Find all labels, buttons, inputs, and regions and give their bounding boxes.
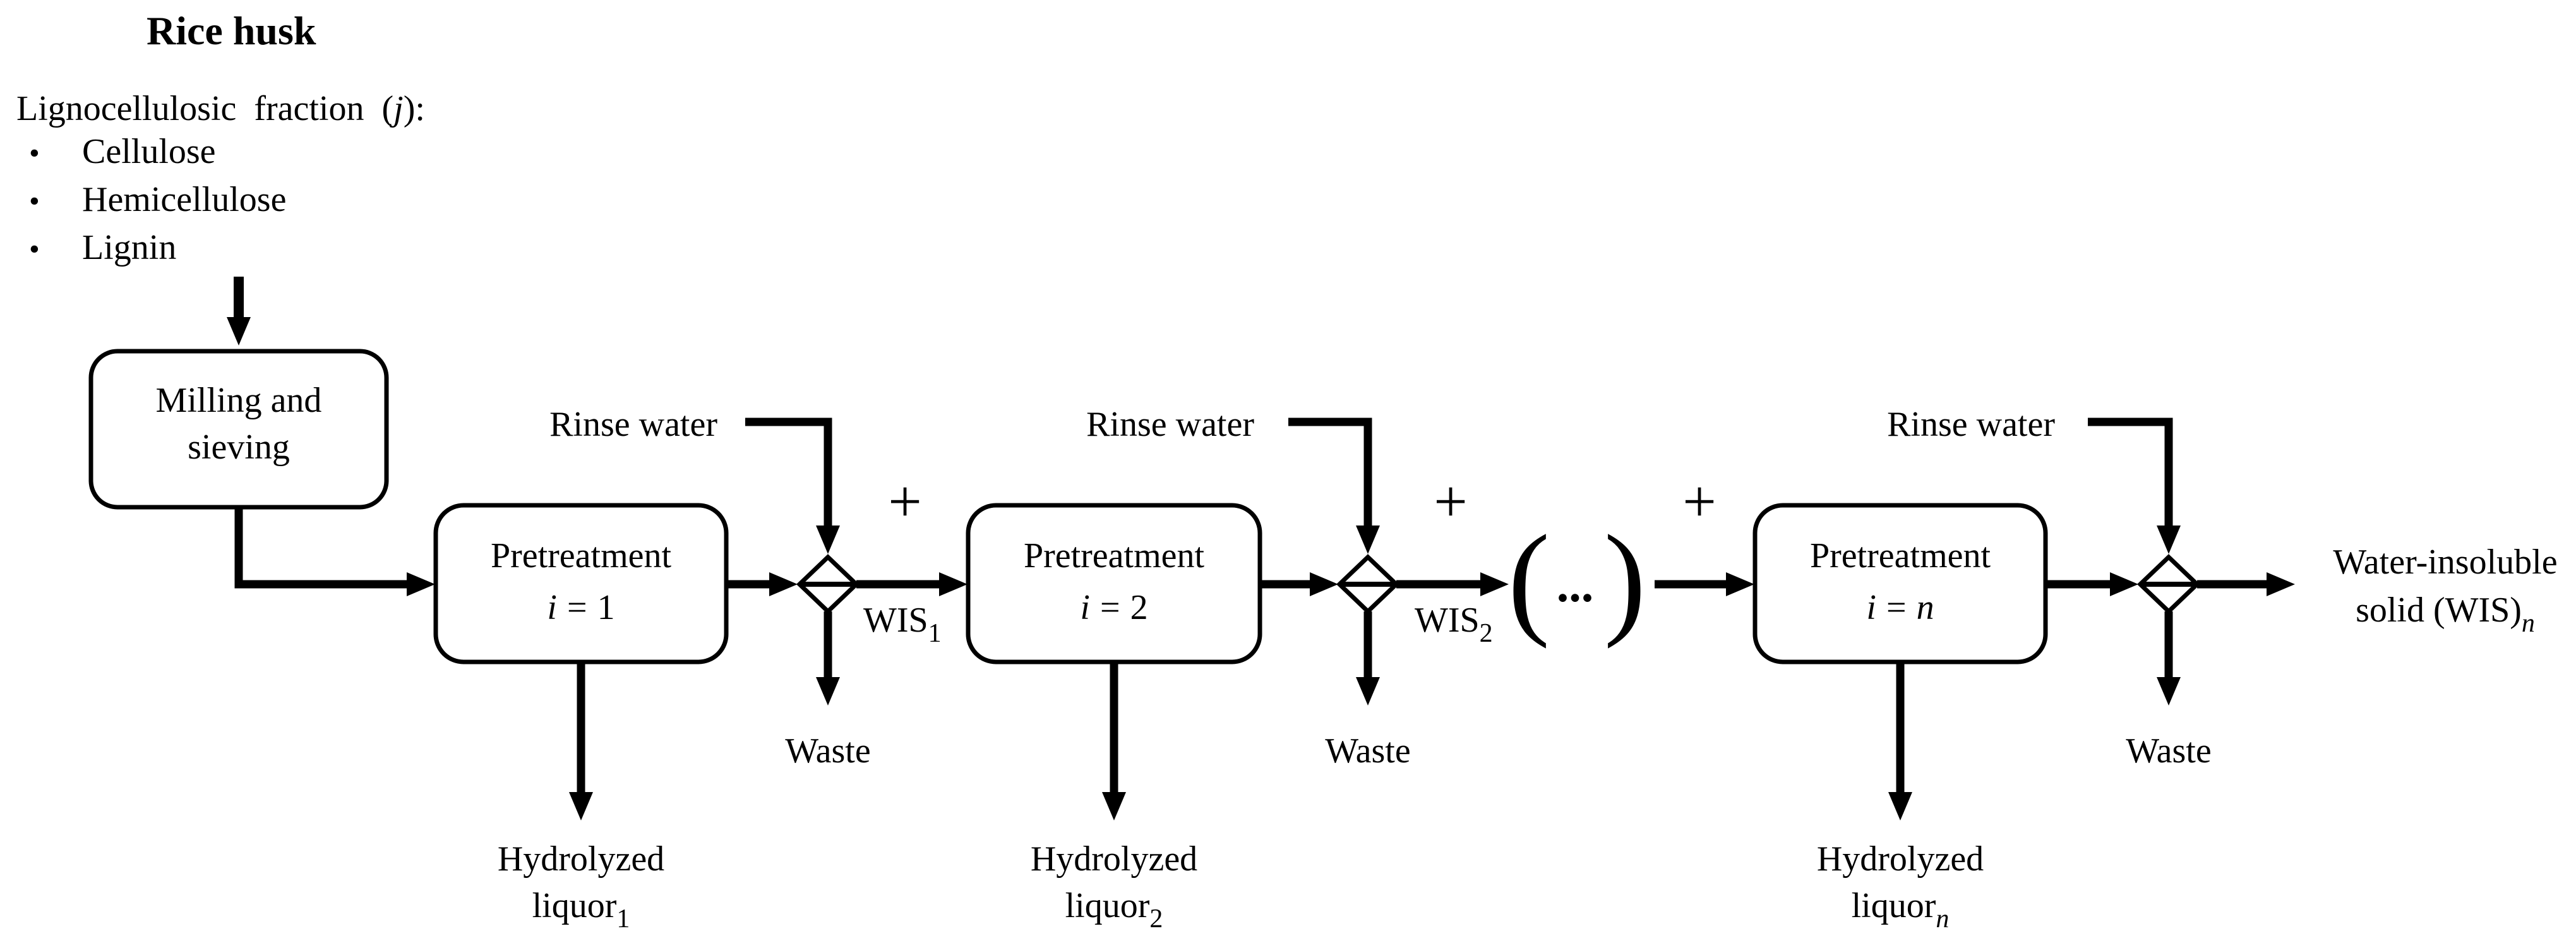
bullet-icon: •	[29, 136, 40, 170]
list-item-lignin: Lignin	[82, 228, 176, 267]
stage-n: Rinse water Pretreatment i=n Waste Hydro…	[1752, 405, 2295, 934]
liquor-label-line2: liquor1	[532, 886, 630, 934]
rinse-water-label: Rinse water	[549, 405, 717, 444]
page-title: Rice husk	[147, 8, 316, 53]
plus-icon: +	[888, 468, 922, 535]
output-label: Water-insoluble solid (WIS)n	[2333, 543, 2557, 638]
waste-label: Waste	[1325, 731, 1410, 771]
waste-label: Waste	[2126, 731, 2211, 771]
ellipsis-dots: ...	[1557, 557, 1594, 612]
output-label-line1: Water-insoluble	[2333, 543, 2557, 582]
liquor-label-line1: Hydrolyzed	[498, 839, 664, 879]
bullet-icon: •	[29, 232, 40, 266]
list-item-hemicellulose: Hemicellulose	[82, 180, 286, 219]
ellipsis-stages: ( ... ) +	[1508, 468, 1754, 649]
list-item-cellulose: Cellulose	[82, 132, 216, 171]
fraction-heading: Lignocellulosic fraction (j):	[16, 89, 425, 128]
pretreatment-box-1	[433, 503, 729, 664]
milling-to-pretreatment-arrow	[234, 507, 435, 596]
rinse-water-arrow	[745, 417, 840, 554]
plus-icon: +	[1434, 468, 1468, 535]
ellipsis-close-paren: )	[1604, 510, 1646, 649]
pretreatment-box-n	[1752, 503, 2048, 664]
pretreatment-index-n: i=n	[1866, 588, 1934, 627]
pretreatment-label-2: Pretreatment	[1024, 536, 1205, 575]
ellipsis-open-paren: (	[1508, 510, 1550, 649]
plus-icon: +	[1682, 468, 1716, 535]
output-label-line2: solid (WIS)n	[2356, 591, 2535, 638]
rinse-water-label: Rinse water	[1086, 405, 1254, 444]
rinse-water-label: Rinse water	[1887, 405, 2055, 444]
fraction-list: • Cellulose • Hemicellulose • Lignin	[29, 132, 286, 267]
pretreatment-label-n: Pretreatment	[1810, 536, 1991, 575]
rinse-water-arrow	[1288, 417, 1380, 554]
milling-label-line2: sieving	[188, 428, 290, 467]
pretreatment-index-1: i=1	[547, 588, 614, 627]
liquor-label-line1: Hydrolyzed	[1031, 839, 1197, 879]
pretreatment-index-2: i=2	[1080, 588, 1147, 627]
wis-label-1: WIS1	[863, 601, 942, 648]
bullet-icon: •	[29, 184, 40, 218]
stage-2: Rinse water Pretreatment i=2 + WIS2 Wast…	[966, 405, 1509, 934]
milling-label-line1: Milling and	[156, 381, 322, 420]
liquor-label-line2: liquorn	[1852, 886, 1950, 934]
stage-1: Rinse water Pretreatment i=1 + WIS1 Wast…	[433, 405, 967, 934]
pretreatment-label-1: Pretreatment	[491, 536, 672, 575]
rinse-water-arrow	[2088, 417, 2181, 554]
wis-label-2: WIS2	[1415, 601, 1493, 648]
waste-label: Waste	[785, 731, 870, 771]
liquor-label-line2: liquor2	[1065, 886, 1163, 934]
pretreatment-box-2	[966, 503, 1262, 664]
liquor-label-line1: Hydrolyzed	[1817, 839, 1984, 879]
